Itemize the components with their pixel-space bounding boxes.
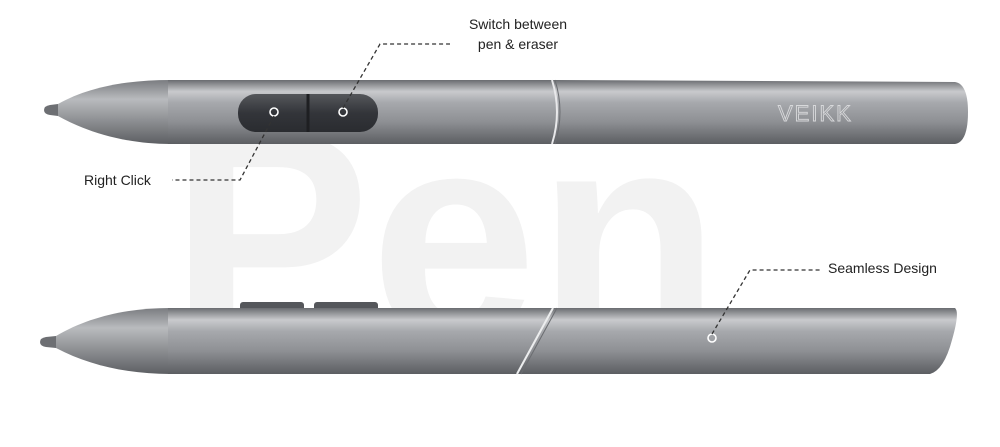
pen-top-seam	[551, 79, 558, 145]
switch-callout-line2: pen & eraser	[477, 36, 559, 52]
pen-bottom-barrel	[168, 308, 552, 374]
pen-bottom-cap	[516, 308, 957, 374]
right-click-leader-line	[172, 115, 275, 181]
pen-top: VEIKK	[44, 79, 968, 145]
pen-top-nib	[44, 104, 58, 116]
pen-bottom-tip	[56, 308, 170, 374]
right-click-callout: Right Click	[84, 172, 151, 188]
seamless-design-callout: Seamless Design	[828, 260, 937, 276]
brand-logo: VEIKK	[778, 101, 853, 126]
pen-bottom-nib	[40, 336, 56, 348]
switch-leader-line	[342, 43, 450, 109]
leader-lines	[172, 43, 820, 335]
switch-callout-line1: Switch between	[468, 16, 568, 32]
pen-bottom-seam	[516, 307, 554, 375]
pen-top-tip	[58, 80, 170, 144]
pen-top-cap	[556, 80, 968, 144]
pen-bottom	[40, 302, 957, 375]
seamless-leader-line	[711, 269, 820, 335]
switch-callout: Switch between pen & eraser	[418, 14, 618, 54]
